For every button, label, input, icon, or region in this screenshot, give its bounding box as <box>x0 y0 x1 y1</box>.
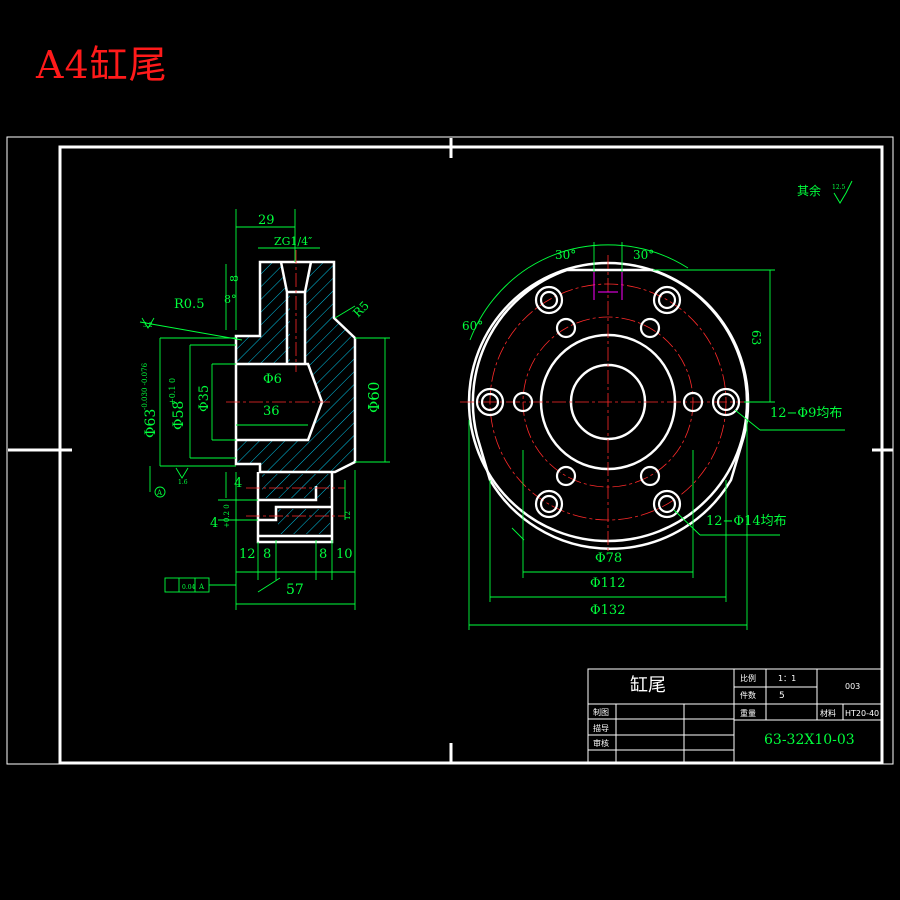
sheet-title: A4缸尾 <box>36 43 168 87</box>
dim-dia-112: Φ112 <box>590 576 625 591</box>
check-label: 审核 <box>593 738 609 748</box>
title-block: 缸尾 比例 1：1 件数 5 003 重量 材料 HT20-40 制图 描导 审… <box>587 668 883 764</box>
datum-label: A <box>156 489 163 497</box>
dim-dia-58-tol: +0.1 0 <box>168 378 177 405</box>
dim-height-63: 63 <box>749 330 763 345</box>
outer-frame <box>6 136 894 765</box>
weight-label: 重量 <box>740 708 756 718</box>
fcf-datum: A <box>198 583 205 591</box>
dim-dia-78: Φ78 <box>595 551 622 566</box>
dim-holes-14: 12−Φ14均布 <box>706 514 787 529</box>
dim-w12: 12 <box>239 547 256 562</box>
roughness-note-value: 12.5 <box>832 184 846 191</box>
roughness-c: 12 <box>344 511 352 520</box>
dim-chamfer-angle: 8° <box>224 293 237 306</box>
dim-dia-35: Φ35 <box>197 385 212 412</box>
dim-angle-left: 30° <box>555 248 576 262</box>
flange-outline <box>471 268 750 550</box>
dim-angle-60: 60° <box>462 319 483 333</box>
qty-label: 件数 <box>740 690 756 700</box>
dim-4b-tol: +0.2 0 <box>223 504 231 528</box>
dim-fillet-radius: R0.5 <box>174 297 204 312</box>
counterbored-holes <box>475 285 741 519</box>
inner-frame <box>58 145 884 765</box>
dim-4: 4 <box>234 476 242 491</box>
scale-value: 1：1 <box>778 674 796 683</box>
material-value: HT20-40 <box>845 709 879 718</box>
dim-w8a: 8 <box>263 547 271 562</box>
dim-w10: 10 <box>336 547 353 562</box>
small-holes <box>512 317 704 487</box>
front-view: 30° 30° 60° 63 12−Φ9均布 12−Φ14均布 Φ78 Φ112… <box>460 242 845 630</box>
part-name: 缸尾 <box>630 674 666 696</box>
section-outline <box>234 260 357 474</box>
dim-dia-6: Φ6 <box>263 372 282 387</box>
top-marker <box>593 272 623 300</box>
dim-dia-132: Φ132 <box>590 603 625 618</box>
dim-depth-8: 8 <box>228 275 241 282</box>
qty-value: 5 <box>779 691 785 701</box>
dim-dia-60: Φ60 <box>365 382 383 413</box>
material-label: 材料 <box>820 708 836 718</box>
roughness-b: 1.6 <box>178 479 188 486</box>
roughness-note-label: 其余 <box>797 183 821 198</box>
lower-port-outline <box>256 472 334 544</box>
dim-dia-63: Φ63 <box>143 409 159 438</box>
dim-w8b: 8 <box>319 547 327 562</box>
dim-r5: R5 <box>350 298 372 320</box>
dim-top-width: 29 <box>258 213 275 228</box>
section-view: 29 ZG1/4″ R0.5 8° 3.2 R5 8 Φ6 Φ35 36 Φ60… <box>139 209 390 610</box>
design-label: 描导 <box>593 723 609 733</box>
drawn-label: 制图 <box>593 707 609 717</box>
dim-dia-58: Φ58 <box>171 401 187 430</box>
dim-4b: 4 <box>210 516 218 531</box>
dim-thread: ZG1/4″ <box>274 235 312 248</box>
drawing-number: 63-32X10-03 <box>764 732 855 748</box>
scale-label: 比例 <box>740 673 756 683</box>
drawing-code: 003 <box>845 682 860 691</box>
dim-len-36: 36 <box>263 404 280 419</box>
dim-total-57: 57 <box>286 582 304 598</box>
fcf-tolerance: 0.04 <box>182 584 196 591</box>
centering-marks <box>8 138 893 763</box>
dim-dia-63-tol: -0.030 -0.076 <box>141 362 149 410</box>
dim-angle-right: 30° <box>633 248 654 262</box>
roughness-note: 其余 12.5 <box>797 180 853 204</box>
roughness-a: 3.2 <box>143 322 153 329</box>
dim-holes-9: 12−Φ9均布 <box>770 406 842 421</box>
